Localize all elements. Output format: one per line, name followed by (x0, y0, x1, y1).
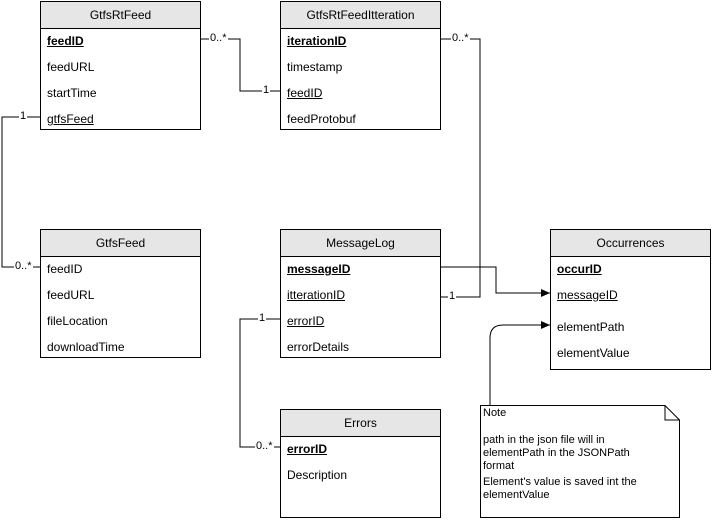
connector-messagelog-occurrences (440, 266, 550, 294)
field-messageid-pk: messageID (287, 262, 351, 276)
field-feedprotobuf: feedProtobuf (287, 112, 356, 126)
arrowhead-note (541, 321, 550, 329)
entity-errors[interactable]: Errors errorID Description (280, 409, 441, 518)
note-line: format (483, 460, 515, 472)
multiplicity-label: 1 (19, 110, 28, 122)
note-shape (480, 405, 680, 518)
multiplicity-label: 0..* (209, 32, 228, 44)
field-feedid-fk: feedID (287, 86, 323, 100)
multiplicity-label: 0..* (451, 32, 470, 44)
field-feedurl: feedURL (47, 60, 95, 74)
field-messageid-fk: messageID (557, 288, 618, 302)
arrowhead-occurrences (541, 289, 550, 297)
field-iterationid-pk: iterationID (287, 34, 347, 48)
field-elementvalue: elementValue (557, 346, 630, 360)
note-line: elementPath in the JSONPath (483, 447, 630, 459)
field-errordetails: errorDetails (287, 340, 350, 354)
field-errorid-pk: errorID (287, 442, 328, 456)
entity-title: Occurrences (551, 230, 710, 257)
field-feedid: feedID (47, 262, 83, 276)
multiplicity-label: 0..* (255, 440, 274, 452)
field-timestamp: timestamp (287, 60, 343, 74)
field-itterationid-fk: itterationID (287, 288, 346, 302)
note-title: Note (483, 407, 507, 419)
field-filelocation: fileLocation (47, 314, 108, 328)
entity-occurrences[interactable]: Occurrences occurID messageID elementPat… (550, 229, 711, 370)
multiplicity-label: 0..* (14, 260, 33, 272)
note-line: Element's value is saved int the (483, 476, 637, 488)
field-feedid-pk: feedID (47, 34, 84, 48)
multiplicity-label: 1 (258, 312, 267, 324)
multiplicity-label: 1 (262, 84, 271, 96)
field-downloadtime: downloadTime (47, 340, 125, 354)
field-description: Description (287, 468, 348, 482)
connector-rtfeed-gtfsfeed (1, 116, 40, 268)
field-feedurl: feedURL (47, 288, 95, 302)
field-gtfsfeed-fk: gtfsFeed (47, 112, 94, 126)
field-elementpath: elementPath (557, 320, 625, 334)
multiplicity-label: 1 (448, 290, 457, 302)
entity-title: GtfsFeed (41, 230, 200, 257)
connector-iteration-messagelog (440, 38, 481, 298)
entity-title: Errors (281, 410, 440, 437)
connector-messagelog-errors (239, 318, 280, 448)
connector-note-occurrences (489, 324, 550, 405)
note-box[interactable]: Note path in the json file will in eleme… (480, 405, 680, 518)
entity-title: GtfsRtFeedItteration (281, 2, 440, 29)
entity-gtfsrtfeed[interactable]: GtfsRtFeed feedID feedURL startTime gtfs… (40, 1, 201, 130)
field-starttime: startTime (47, 86, 97, 100)
entity-title: MessageLog (281, 230, 440, 257)
entity-gtfsfeed[interactable]: GtfsFeed feedID feedURL fileLocation dow… (40, 229, 201, 358)
entity-gtfsrtfeeditteration[interactable]: GtfsRtFeedItteration iterationID timesta… (280, 1, 441, 130)
note-line: elementValue (483, 489, 550, 501)
note-line: path in the json file will in (483, 434, 605, 446)
field-errorid-fk: errorID (287, 314, 325, 328)
entity-title: GtfsRtFeed (41, 2, 200, 29)
entity-messagelog[interactable]: MessageLog messageID itterationID errorI… (280, 229, 441, 358)
field-occurid-pk: occurID (557, 262, 602, 276)
